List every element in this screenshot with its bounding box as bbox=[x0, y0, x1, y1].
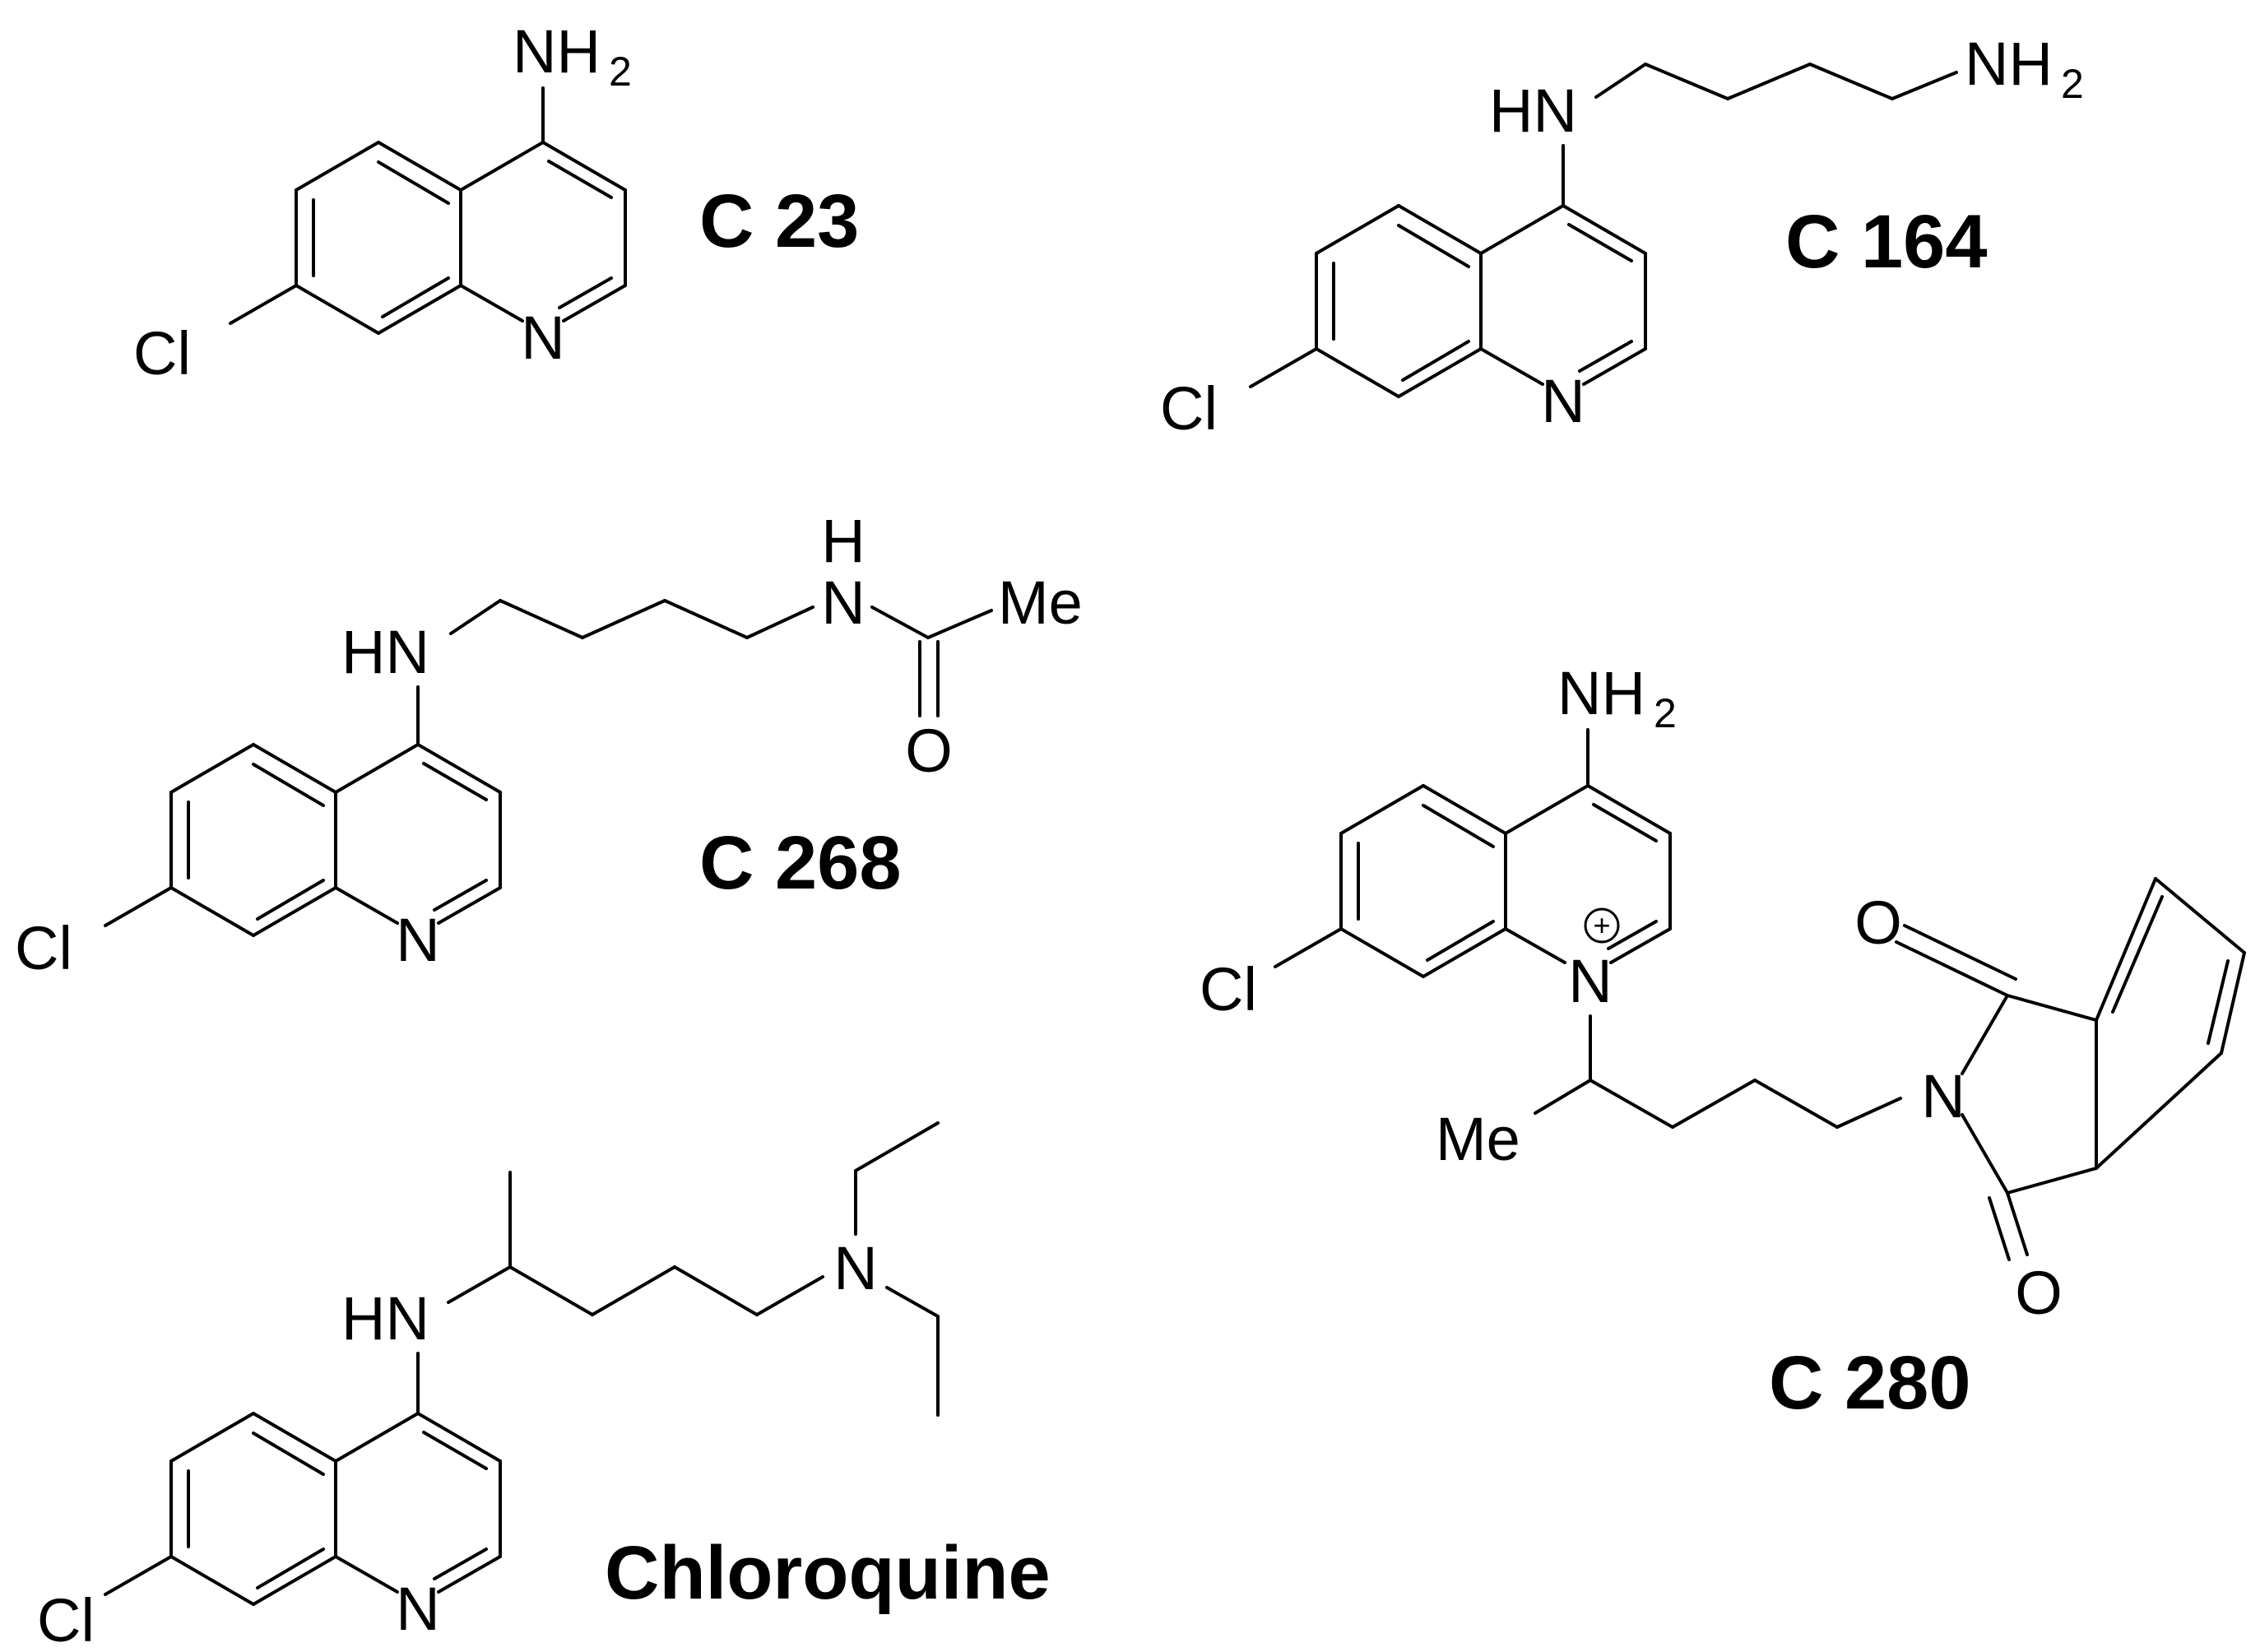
amino-group: NH 2 bbox=[513, 17, 632, 95]
atom-n-amide: N bbox=[821, 568, 865, 637]
quinoline-core bbox=[1315, 204, 1647, 398]
atom-cl: Cl bbox=[15, 914, 72, 982]
atom-nh2: NH bbox=[513, 17, 601, 86]
atom-n: N bbox=[396, 906, 439, 974]
molecule-chloroquine: HN N N Cl Chloroquine bbox=[37, 1121, 1051, 1652]
subscript-2: 2 bbox=[2061, 61, 2084, 107]
compound-label-c164: C 164 bbox=[1785, 200, 1988, 284]
phthalimide-group bbox=[1895, 877, 2246, 1261]
atom-o: O bbox=[905, 717, 953, 785]
molecule-c280: NH 2 N + Cl Me bbox=[1200, 659, 2246, 1425]
quinoline-core bbox=[169, 1412, 502, 1606]
atom-me: Me bbox=[1436, 1105, 1520, 1173]
atom-hn: HN bbox=[341, 1284, 429, 1353]
atom-n-plus: N bbox=[1568, 947, 1612, 1015]
atom-me: Me bbox=[998, 568, 1083, 637]
atom-cl: Cl bbox=[1160, 374, 1218, 443]
compound-label-c268: C 268 bbox=[699, 821, 902, 905]
quinoline-core bbox=[295, 141, 627, 335]
molecule-c164: HN NH 2 N Cl C 164 bbox=[1160, 30, 2084, 443]
atom-o-bottom: O bbox=[2015, 1259, 2063, 1327]
amino-group: NH 2 bbox=[1965, 30, 2084, 107]
positive-charge: + bbox=[1584, 907, 1620, 944]
atom-n: N bbox=[1541, 367, 1585, 435]
compound-label-c23: C 23 bbox=[699, 179, 859, 263]
atom-cl: Cl bbox=[133, 319, 191, 387]
atom-n-amine: N bbox=[833, 1234, 877, 1302]
compound-label-c280: C 280 bbox=[1769, 1341, 1971, 1425]
molecule-c268: HN N H Me O N Cl C 268 bbox=[15, 507, 1083, 982]
atom-o-top: O bbox=[1854, 889, 1902, 957]
amino-group: NH 2 bbox=[1557, 659, 1677, 736]
atom-h-amide: H bbox=[821, 507, 865, 575]
atom-cl: Cl bbox=[37, 1586, 95, 1652]
pentyl-linker bbox=[1534, 1014, 1902, 1129]
atom-nh2: NH bbox=[1557, 659, 1645, 727]
subscript-2: 2 bbox=[1654, 690, 1677, 736]
quinolinium-core bbox=[1339, 784, 1672, 978]
atom-n: N bbox=[521, 304, 564, 372]
atom-nh2: NH bbox=[1965, 30, 2053, 98]
atom-cl: Cl bbox=[1200, 955, 1257, 1023]
atom-hn: HN bbox=[341, 618, 429, 686]
atom-n-imide: N bbox=[1921, 1062, 1965, 1130]
acetamidobutyl-chain bbox=[416, 599, 993, 746]
atom-hn: HN bbox=[1489, 77, 1577, 145]
charge-symbol: + bbox=[1593, 908, 1610, 942]
subscript-2: 2 bbox=[609, 49, 632, 95]
molecule-c23: NH 2 N Cl C 23 bbox=[133, 17, 859, 387]
atom-n: N bbox=[396, 1575, 439, 1643]
quinoline-core bbox=[169, 743, 502, 937]
aminobutyl-chain bbox=[1562, 63, 1958, 207]
compound-label-chloroquine: Chloroquine bbox=[605, 1531, 1051, 1615]
diethylaminopentyl-chain bbox=[416, 1121, 940, 1417]
